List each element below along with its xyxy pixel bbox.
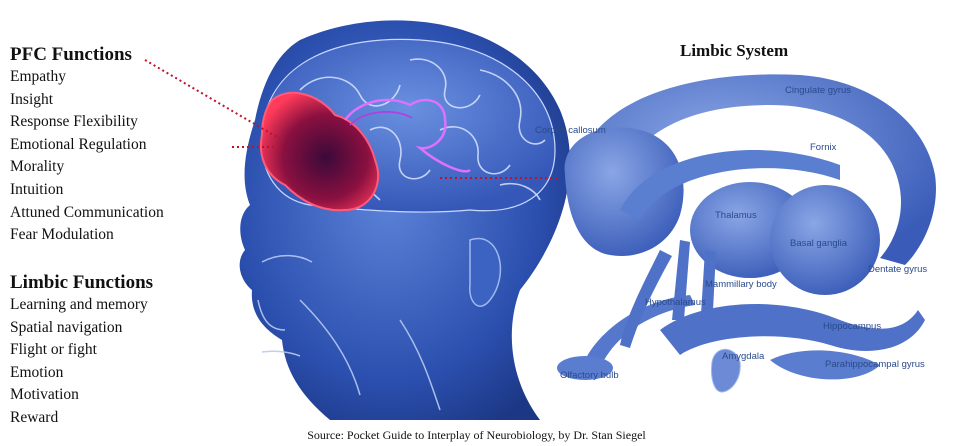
pfc-item: Insight bbox=[10, 89, 164, 112]
pfc-item: Fear Modulation bbox=[10, 224, 164, 247]
label-parahippocampal-gyrus: Parahippocampal gyrus bbox=[825, 359, 925, 370]
limbic-item: Emotion bbox=[10, 362, 153, 385]
pfc-item: Emotional Regulation bbox=[10, 134, 164, 157]
label-olfactory-bulb: Olfactory bulb bbox=[560, 370, 619, 381]
pfc-item: Attuned Communication bbox=[10, 202, 164, 225]
source-caption: Source: Pocket Guide to Interplay of Neu… bbox=[0, 428, 953, 443]
pfc-functions-list: PFC Functions Empathy Insight Response F… bbox=[10, 44, 164, 247]
pfc-item: Morality bbox=[10, 156, 164, 179]
limbic-item: Flight or fight bbox=[10, 339, 153, 362]
pfc-item: Response Flexibility bbox=[10, 111, 164, 134]
label-thalamus: Thalamus bbox=[715, 210, 757, 221]
limbic-item: Learning and memory bbox=[10, 294, 153, 317]
label-fornix: Fornix bbox=[810, 142, 837, 153]
limbic-system-title: Limbic System bbox=[680, 41, 788, 61]
limbic-item: Motivation bbox=[10, 384, 153, 407]
label-hypothalamus: Hypothalamus bbox=[645, 297, 706, 308]
limbic-system-illustration bbox=[557, 74, 936, 392]
limbic-item: Reward bbox=[10, 407, 153, 430]
label-amygdala: Amygdala bbox=[722, 351, 765, 362]
pfc-item: Empathy bbox=[10, 66, 164, 89]
label-corpus-callosum: Corpus callosum bbox=[535, 125, 606, 136]
label-mammillary-body: Mammillary body bbox=[705, 279, 777, 290]
pfc-functions-heading: PFC Functions bbox=[10, 44, 164, 66]
limbic-item: Spatial navigation bbox=[10, 317, 153, 340]
label-dentate-gyrus: Dentate gyrus bbox=[868, 264, 927, 275]
limbic-functions-list: Limbic Functions Learning and memory Spa… bbox=[10, 272, 153, 430]
pfc-item: Intuition bbox=[10, 179, 164, 202]
limbic-functions-heading: Limbic Functions bbox=[10, 272, 153, 294]
label-basal-ganglia: Basal ganglia bbox=[790, 238, 848, 249]
label-hippocampus: Hippocampus bbox=[823, 321, 881, 332]
head-illustration bbox=[240, 20, 570, 420]
label-cingulate-gyrus: Cingulate gyrus bbox=[785, 85, 851, 96]
